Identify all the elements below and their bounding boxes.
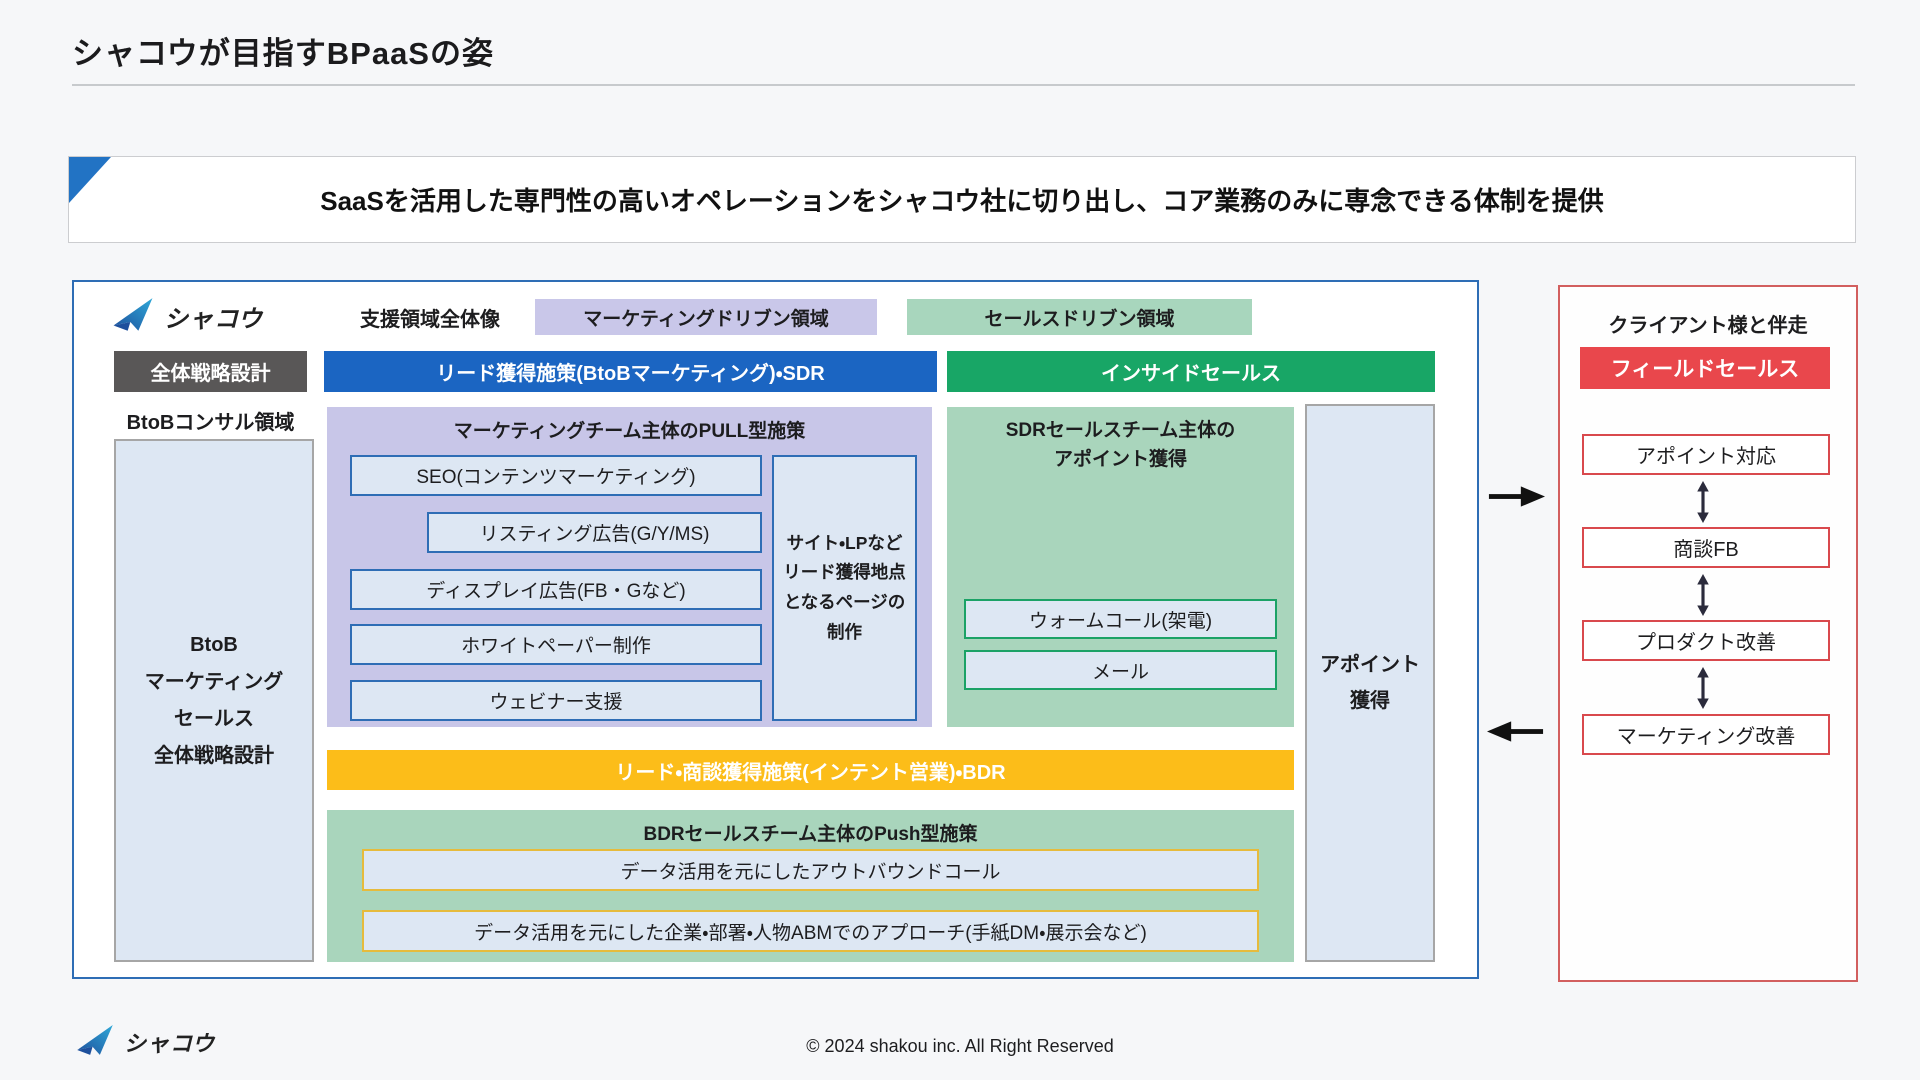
bdr-item-abm-approach: データ活用を元にした企業・部署・人物ABMでのアプローチ(手紙DM・展示会など)	[362, 910, 1259, 952]
paper-plane-icon	[110, 294, 156, 339]
brand-logo-text: シャコウ	[164, 305, 264, 333]
consult-line: セールス	[174, 707, 254, 730]
client-item-deal-feedback: 商談FB	[1582, 527, 1830, 568]
pull-item-display-ads: ディスプレイ広告(FB・Gなど)	[350, 569, 762, 610]
pull-item-listing-ads: リスティング広告(G/Y/MS)	[427, 512, 762, 553]
corner-triangle-icon	[69, 157, 111, 203]
sdr-title-line: SDRセールスチーム主体の	[1005, 420, 1236, 441]
scope-overview-label: 支援領域全体像	[360, 309, 500, 331]
btob-consulting-label: BtoBコンサル領域	[126, 412, 295, 434]
bdr-item-outbound-call: データ活用を元にしたアウトバウンドコール	[362, 849, 1259, 891]
legend-marketing-driven: マーケティングドリブン領域	[535, 299, 877, 335]
client-item-product-improvement: プロダクト改善	[1582, 620, 1830, 661]
brand-logo: シャコウ	[110, 294, 300, 338]
double-arrow-icon	[1694, 667, 1712, 709]
bdr-push-measures-group: BDRセールスチーム主体のPush型施策 データ活用を元にしたアウトバウンドコー…	[327, 810, 1294, 962]
support-scope-frame: シャコウ 支援領域全体像 マーケティングドリブン領域 セールスドリブン領域 全体…	[72, 280, 1479, 979]
key-message-banner: SaaSを活用した専門性の高いオペレーションをシャコウ社に切り出し、コア業務のみ…	[68, 156, 1856, 243]
consult-line: BtoB	[190, 633, 238, 656]
sdr-appointment-group: SDRセールスチーム主体の アポイント獲得 ウォームコール(架電) メール	[947, 407, 1294, 727]
pull-item-whitepaper: ホワイトペーパー制作	[350, 624, 762, 665]
footer-brand-text: シャコウ	[124, 1031, 216, 1056]
field-sales-header: フィールドセールス	[1580, 347, 1830, 389]
client-item-marketing-improvement: マーケティング改善	[1582, 714, 1830, 755]
appoint-line: アポイント	[1320, 654, 1420, 676]
header-lead-deal-acquisition-bdr: リード・商談獲得施策(インテント営業)・BDR	[327, 750, 1294, 790]
client-panel-title: クライアント様と伴走	[1608, 315, 1808, 337]
legend-sales-driven: セールスドリブン領域	[907, 299, 1252, 335]
side-note-line: サイト・LPなど	[786, 532, 903, 553]
sdr-item-warm-call: ウォームコール(架電)	[964, 599, 1277, 639]
side-note-line: リード獲得地点	[783, 562, 906, 583]
pull-measures-group: マーケティングチーム主体のPULL型施策 SEO(コンテンツマーケティング) リ…	[327, 407, 932, 727]
double-arrow-icon	[1694, 481, 1712, 523]
client-accompany-panel: クライアント様と伴走 フィールドセールス アポイント対応 商談FB プロダクト改…	[1558, 285, 1858, 982]
side-note-line: 制作	[827, 621, 862, 642]
key-message-text: SaaSを活用した専門性の高いオペレーションをシャコウ社に切り出し、コア業務のみ…	[320, 186, 1604, 216]
header-inside-sales: インサイドセールス	[947, 351, 1435, 392]
arrow-right-icon	[1487, 484, 1545, 515]
sdr-title-line: アポイント獲得	[1053, 448, 1187, 470]
sdr-item-mail: メール	[964, 650, 1277, 690]
paper-plane-icon	[74, 1021, 116, 1063]
copyright-text: © 2024 shakou inc. All Right Reserved	[806, 1036, 1114, 1056]
pull-side-note-page-creation: サイト・LPなど リード獲得地点 となるページの 制作	[772, 455, 917, 721]
side-note-line: となるページの	[783, 592, 906, 612]
consult-line: 全体戦略設計	[154, 744, 274, 767]
client-item-appointment-handling: アポイント対応	[1582, 434, 1830, 475]
sdr-group-title: SDRセールスチーム主体の アポイント獲得	[947, 417, 1294, 474]
page-title: シャコウが目指すBPaaSの姿	[72, 36, 494, 71]
appointment-acquisition-column: アポイント 獲得	[1305, 404, 1435, 962]
pull-item-seo: SEO(コンテンツマーケティング)	[350, 455, 762, 496]
pull-item-webinar: ウェビナー支援	[350, 680, 762, 721]
pull-measures-title: マーケティングチーム主体のPULL型施策	[453, 421, 806, 442]
bdr-group-title: BDRセールスチーム主体のPush型施策	[643, 824, 978, 845]
title-divider	[72, 84, 1855, 86]
btob-consulting-box: BtoB マーケティング セールス 全体戦略設計	[114, 439, 314, 962]
header-lead-acquisition-sdr: リード獲得施策(BtoBマーケティング)・SDR	[324, 351, 937, 392]
footer-brand-logo: シャコウ	[74, 1018, 274, 1066]
consult-line: マーケティング	[144, 670, 284, 693]
btob-consulting-box-text: BtoB マーケティング セールス 全体戦略設計	[145, 627, 283, 775]
double-arrow-icon	[1694, 574, 1712, 616]
arrow-left-icon	[1487, 719, 1545, 750]
appoint-line: 獲得	[1350, 690, 1390, 712]
header-overall-strategy: 全体戦略設計	[114, 351, 307, 392]
